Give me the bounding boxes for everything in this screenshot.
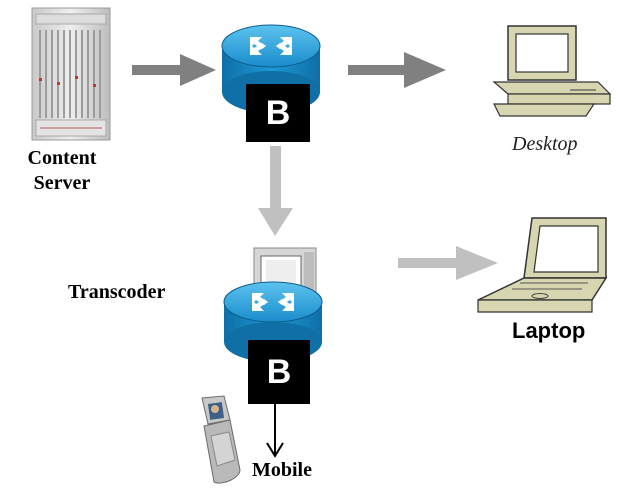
transcoder-label: Transcoder bbox=[68, 281, 166, 303]
router-top-icon bbox=[221, 24, 321, 113]
content-server-icon bbox=[31, 7, 111, 141]
mobile-label: Mobile bbox=[252, 459, 312, 481]
router-bottom-icon bbox=[223, 281, 323, 362]
arrow-server-to-broker bbox=[132, 54, 216, 86]
mobile-phone-icon bbox=[201, 395, 241, 484]
arrow-broker-to-mobile bbox=[266, 404, 284, 458]
laptop-icon bbox=[477, 217, 608, 313]
arrow-broker-to-desktop bbox=[348, 52, 446, 88]
laptop-label: Laptop bbox=[512, 318, 586, 343]
content-server-label-line2: Server bbox=[33, 172, 91, 194]
broker-top-badge: B bbox=[246, 84, 310, 142]
arrow-broker-to-transcoder bbox=[258, 146, 293, 236]
arrow-transcoder-to-laptop bbox=[398, 246, 498, 280]
desktop-icon bbox=[492, 25, 612, 117]
content-server-label-line1: Content bbox=[27, 147, 97, 169]
desktop-label: Desktop bbox=[512, 133, 578, 155]
content-server-label: Content Server bbox=[10, 146, 114, 196]
broker-bottom-badge: B bbox=[248, 340, 310, 404]
